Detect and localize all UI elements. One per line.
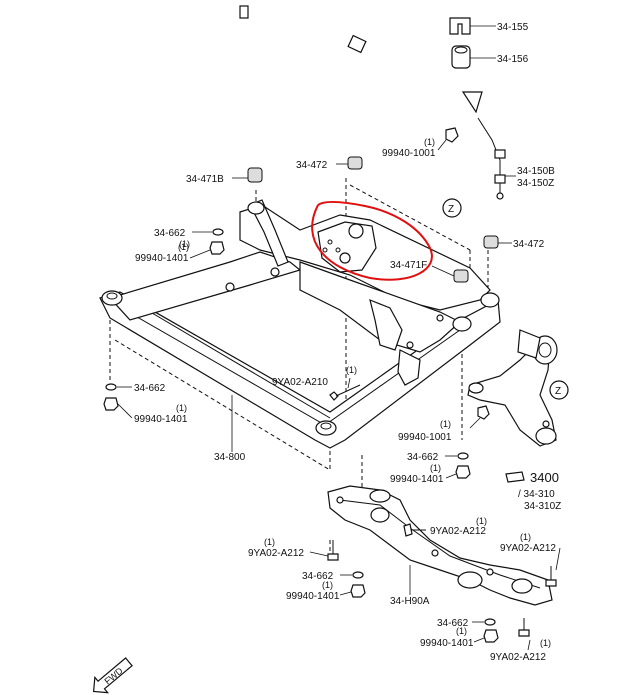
nut-99940-1401-c xyxy=(455,465,471,479)
label-9ya02-a212-d: 9YA02-A212 xyxy=(490,652,546,663)
bolt-9ya02-a210 xyxy=(329,384,361,401)
nut-99940-1401-b xyxy=(103,397,119,411)
bushing-34-472-top xyxy=(347,156,363,170)
label-34-662-a: 34-662 xyxy=(154,228,186,239)
qty-label: (1) xyxy=(346,365,357,375)
label-34-150b: 34-150B xyxy=(517,166,555,177)
label-34-155: 34-155 xyxy=(497,22,529,33)
label-9ya02-a212-b: 9YA02-A212 xyxy=(248,548,304,559)
bar-bracket xyxy=(461,91,483,114)
bushing-34-471f xyxy=(453,269,469,283)
washer-34-662-b xyxy=(105,383,117,391)
ref-z-label-right: Z xyxy=(555,386,561,397)
label-34-662-c: 34-662 xyxy=(407,452,439,463)
arrow-icon xyxy=(505,471,525,483)
qty-label: (1) xyxy=(178,242,189,252)
clamp-34-155 xyxy=(449,17,471,35)
label-34-310z: 34-310Z xyxy=(524,501,561,512)
bushing-34-471b xyxy=(247,167,263,183)
lower-arm-3400 xyxy=(467,329,558,447)
qty-label: (1) xyxy=(540,638,551,648)
qty-label: (1) xyxy=(176,403,187,413)
qty-label: (1) xyxy=(430,463,441,473)
label-34-150z: 34-150Z xyxy=(517,178,554,189)
highlight-circle xyxy=(311,201,433,281)
label-34-472-right: 34-472 xyxy=(513,239,545,250)
washer-34-662-c xyxy=(457,452,469,460)
bolt-9ya02-a212-a xyxy=(403,523,426,537)
qty-label: (1) xyxy=(424,137,435,147)
nut-99940-1401-d xyxy=(350,584,366,598)
label-34-472-top: 34-472 xyxy=(296,160,328,171)
stabilizer-link xyxy=(477,117,506,200)
ref-z-circle-right xyxy=(549,380,569,400)
label-34-662-d: 34-662 xyxy=(302,571,334,582)
nut-99940-1401-a xyxy=(209,241,225,255)
bushing-34-472-right xyxy=(483,235,499,249)
label-99940-1401-c: 99940-1401 xyxy=(390,474,444,485)
label-99940-1001-top: 99940-1001 xyxy=(382,148,436,159)
qty-label: (1) xyxy=(456,626,467,636)
washer-34-662-a xyxy=(212,228,224,236)
label-9ya02-a212-c: 9YA02-A212 xyxy=(500,543,556,554)
nut-99940-1401-e xyxy=(483,629,499,643)
qty-label: (1) xyxy=(520,532,531,542)
qty-label: (1) xyxy=(322,580,333,590)
label-34-471b: 34-471B xyxy=(186,174,224,185)
washer-34-662-d xyxy=(352,571,364,579)
label-99940-1001-mid: 99940-1001 xyxy=(398,432,452,443)
label-9ya02-a212-a: 9YA02-A212 xyxy=(430,526,486,537)
label-99940-1401-a: 99940-1401 xyxy=(135,253,189,264)
label-34-310: / 34-310 xyxy=(518,489,555,500)
bolt-9ya02-a212-c xyxy=(545,566,557,587)
fwd-arrow-icon: FWD xyxy=(92,657,133,694)
label-3400: 3400 xyxy=(530,470,559,485)
label-34-662-b: 34-662 xyxy=(134,383,166,394)
qty-label: (1) xyxy=(440,419,451,429)
label-34-471f: 34-471F xyxy=(390,260,427,271)
label-34-h90a: 34-H90A xyxy=(390,596,430,607)
crossmember-34-h90a xyxy=(327,485,553,606)
label-9ya02-a210: 9YA02-A210 xyxy=(272,377,328,388)
label-99940-1401-d: 99940-1401 xyxy=(286,591,340,602)
label-34-800: 34-800 xyxy=(214,452,246,463)
nut-99940-1001-mid xyxy=(477,405,490,420)
bolt-9ya02-a212-b xyxy=(327,540,339,561)
label-99940-1401-e: 99940-1401 xyxy=(420,638,474,649)
bushing-34-156 xyxy=(451,45,471,69)
bolt-9ya02-a212-d xyxy=(518,618,530,637)
label-34-662-e: 34-662 xyxy=(437,618,469,629)
stabilizer-bar xyxy=(239,5,471,108)
qty-label: (1) xyxy=(179,239,190,249)
subframe-34-800 xyxy=(99,199,501,449)
label-99940-1401-b: 99940-1401 xyxy=(134,414,188,425)
qty-label: (1) xyxy=(264,537,275,547)
ref-z-circle-top xyxy=(442,198,462,218)
label-34-156: 34-156 xyxy=(497,54,529,65)
nut-99940-1001-top xyxy=(445,127,459,143)
washer-34-662-e xyxy=(484,618,496,626)
qty-label: (1) xyxy=(476,516,487,526)
ref-z-label-top: Z xyxy=(448,204,454,215)
